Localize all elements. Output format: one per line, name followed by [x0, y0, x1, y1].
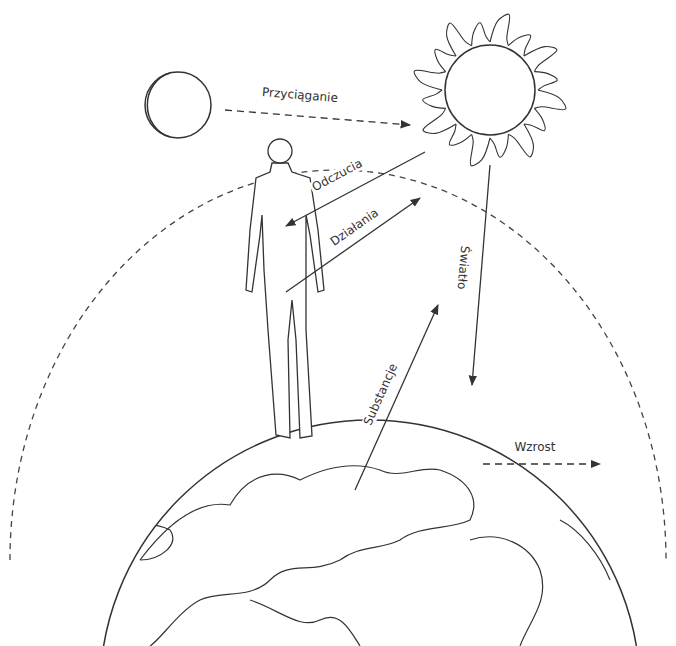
sun-flame	[534, 72, 557, 90]
sun-flame	[524, 108, 545, 130]
sun-flame	[472, 23, 490, 46]
earth	[100, 420, 640, 646]
sun-flame	[435, 49, 456, 71]
light-arrow	[472, 165, 490, 385]
sensation-arrow	[286, 152, 425, 226]
arrow-label: Odczucia	[308, 156, 366, 195]
sun-flame	[490, 14, 510, 46]
sun-flame	[470, 134, 490, 166]
arrow-label: Światło	[454, 244, 471, 293]
sun-flame	[449, 124, 471, 145]
moon	[145, 72, 211, 138]
arrow-label: Wzrost	[512, 441, 557, 454]
sun-flame	[490, 134, 508, 157]
substance-arrow	[355, 305, 438, 490]
sun-flame	[423, 108, 456, 133]
sun-flame	[447, 23, 472, 56]
arrow-label: Substancje	[361, 360, 402, 429]
sun-flame	[508, 124, 533, 157]
sun-flame	[524, 47, 557, 72]
action-arrow	[286, 198, 420, 292]
sun-flame	[414, 70, 446, 90]
sun-flame	[423, 90, 446, 108]
attraction-arrow	[225, 110, 410, 125]
arrow-label: Przyciąganie	[260, 86, 341, 105]
sun	[414, 14, 566, 166]
growth-arrow	[483, 463, 600, 464]
sun-flame	[534, 90, 566, 110]
sun-flame	[508, 35, 530, 56]
